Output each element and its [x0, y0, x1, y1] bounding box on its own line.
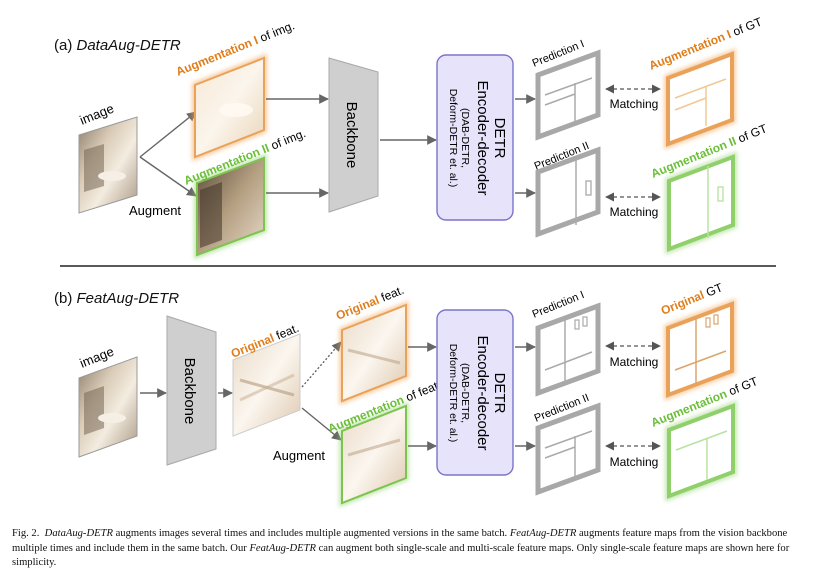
- aug1-image: [192, 53, 267, 162]
- caption-text-1: augments images several times and includ…: [112, 528, 508, 539]
- augment-label-a: Augment: [129, 203, 181, 218]
- matching2-label-b: Matching: [610, 455, 659, 469]
- backbone-b-label: Backbone: [181, 358, 198, 425]
- caption-text-2: augments feature maps from the vision ba…: [12, 528, 788, 554]
- input-image-b: [78, 356, 138, 458]
- detr-box-b: [436, 309, 514, 476]
- figure-caption: Fig. 2. DataAug-DETR augments images sev…: [12, 527, 820, 571]
- detr-b-line4: Deform-DETR et. al.): [447, 344, 459, 443]
- detr-a-line1: DETR: [491, 118, 508, 159]
- gt-aug-b: [665, 400, 737, 502]
- arrow-feat-aug: [301, 407, 342, 441]
- prediction1-a: [535, 49, 601, 141]
- detr-b-line1: DETR: [491, 373, 508, 414]
- caption-fig: Fig. 2.: [12, 528, 40, 539]
- detr-a-line4: Deform-DETR et. al.): [447, 89, 459, 188]
- detr-box-a: [436, 54, 514, 221]
- detr-b-line3: (DAB-DETR,: [459, 363, 471, 423]
- prediction1-b: [535, 302, 601, 397]
- panel-b-title: (b) FeatAug-DETR: [54, 290, 179, 307]
- input-image-a: [78, 116, 138, 214]
- arrow-to-aug2: [139, 156, 197, 197]
- backbone-b: [166, 315, 217, 466]
- gt-aug1-a: [664, 48, 736, 150]
- detr-a-line3: (DAB-DETR,: [459, 108, 471, 168]
- backbone-a-label: Backbone: [343, 102, 360, 169]
- original-feature-copy: [339, 300, 409, 406]
- prediction2-b: [535, 402, 601, 496]
- gt-original-b: [664, 298, 736, 401]
- arrow-feat-orig2: [301, 341, 342, 388]
- caption-name-2: FeatAug-DETR: [509, 528, 577, 539]
- detr-b-line2: Encoder-decoder: [474, 335, 491, 450]
- backbone-a: [328, 57, 379, 213]
- feataug-diagram: (a) DataAug-DETR image Augment Augmentat…: [54, 14, 776, 508]
- augmented-feature-map: [339, 401, 409, 508]
- detr-a-line2: Encoder-decoder: [474, 80, 491, 195]
- caption-name-3: FeatAug-DETR: [249, 542, 316, 554]
- original-feature-map: [232, 333, 301, 437]
- matching1-label-a: Matching: [610, 97, 659, 111]
- panel-a-title: (a) DataAug-DETR: [54, 37, 181, 54]
- caption-text-3: can augment both single-scale and multi-…: [12, 542, 790, 569]
- image-label-a: image: [78, 101, 116, 128]
- prediction2-a: [535, 146, 601, 238]
- matching1-label-b: Matching: [610, 355, 659, 369]
- gt-aug2-a: [665, 151, 737, 255]
- augment-label-b: Augment: [273, 448, 325, 463]
- aug2-image: [194, 153, 267, 260]
- caption-name-1: DataAug-DETR: [44, 528, 113, 539]
- arrow-to-aug1: [139, 111, 197, 158]
- matching2-label-a: Matching: [610, 205, 659, 219]
